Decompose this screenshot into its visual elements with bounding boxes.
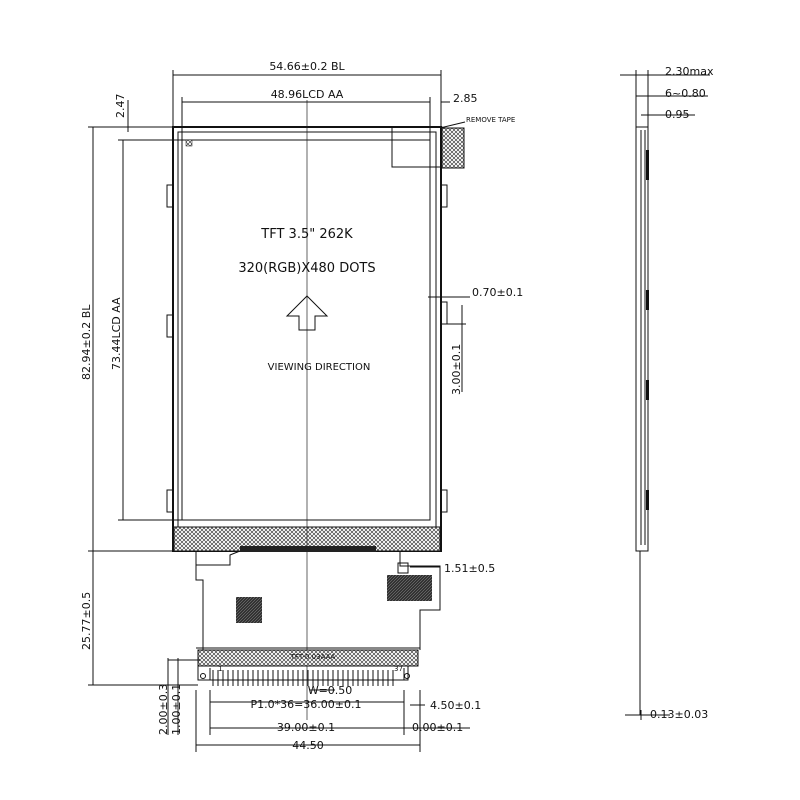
title-line1: TFT 3.5" 262K [260,227,353,242]
dim-fpc-length: 25.77±0.5 [80,592,93,650]
dim-side-offset: 0.70±0.1 [472,286,523,299]
fpc-label: TFT-0 03AAA [290,653,336,661]
side-thickness-max: 2.30max [665,65,714,78]
side-fpc-thickness: 0.13±0.03 [650,708,708,721]
pin-last-label: 37 [394,665,403,673]
dim-side-length: 3.00±0.1 [450,344,463,395]
side-step: 6~0.80 [665,87,706,100]
dimension-lines [88,70,470,752]
dim-outline-height: 82.94±0.2 BL [80,304,93,380]
dim-fpc-tail-2: 1.00±0.1 [170,684,183,735]
fpc [195,550,441,686]
dim-top-gap: 2.47 [114,94,127,119]
title-line2: 320(RGB)X480 DOTS [238,261,375,276]
remove-tape-region [440,127,465,169]
side-view [620,70,710,720]
pin-first-label: 1 [218,665,222,673]
dim-fpc-width: 44.50 [292,739,324,752]
viewing-direction-arrow [285,295,329,331]
remove-tape-label: REMOVE TAPE [466,116,515,124]
dim-stiffener: 1.51±0.5 [444,562,495,575]
dim-active-width: 48.96LCD AA [271,88,344,101]
dim-active-height: 73.44LCD AA [110,297,123,370]
dim-right-gap: 2.85 [453,92,478,105]
side-tabs [166,184,448,513]
dim-pitch: P1.0*36=36.00±0.1 [250,698,361,711]
dim-pin-span: 39.00±0.1 [277,721,335,734]
dim-fpc-end-right: 4.50±0.1 [430,699,481,712]
dim-outline-width: 54.66±0.2 BL [269,60,345,73]
side-layer: 0.95 [665,108,690,121]
dim-fpc-tail-1: 2.00±0.3 [157,684,170,735]
dim-pin-offset: 0.00±0.1 [412,721,463,734]
viewing-direction-label: VIEWING DIRECTION [268,362,371,373]
dim-pin-width: W=0.50 [308,684,353,697]
